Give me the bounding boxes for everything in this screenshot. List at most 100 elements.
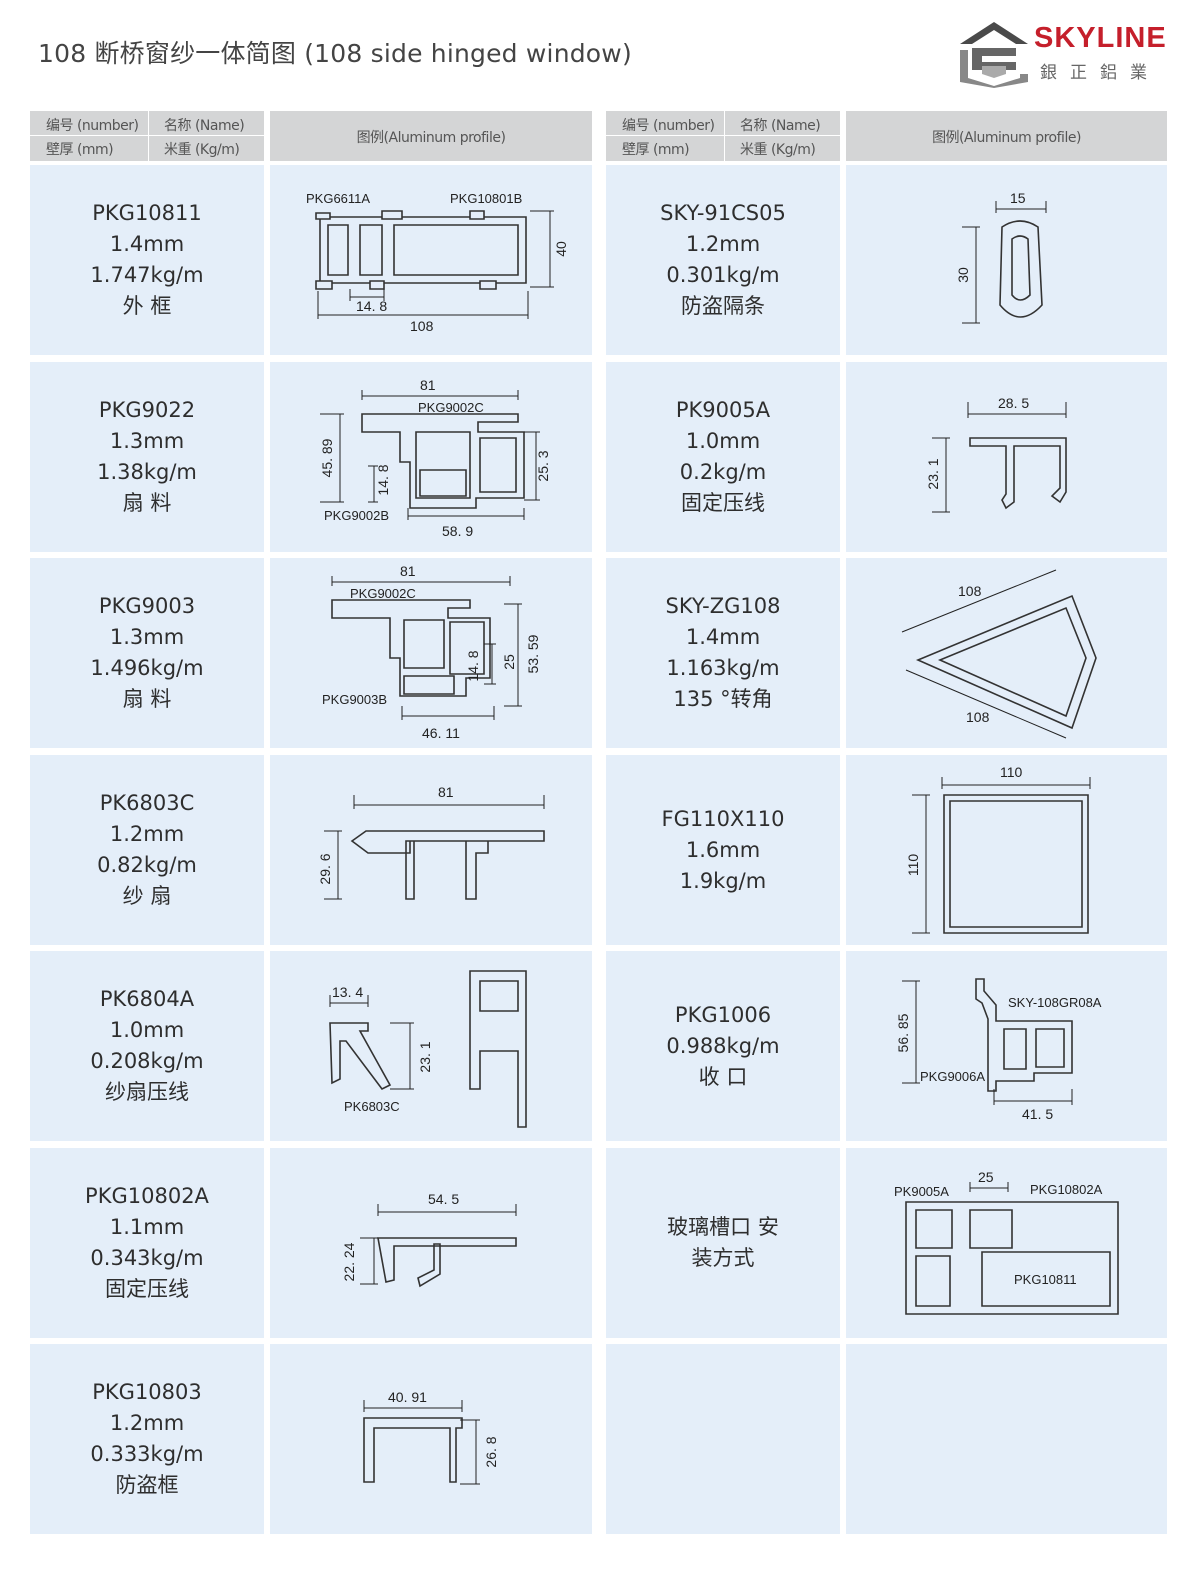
header-name: 名称 (Name) (164, 118, 245, 134)
item-code: PK6803C (99, 791, 195, 815)
profile-drawing: 110 110 (905, 764, 1091, 934)
dimension-label: 81 (438, 784, 454, 800)
item-name: 收 口 (698, 1064, 748, 1089)
dimension-label: 29. 6 (317, 853, 333, 884)
item-weight: 1.163kg/m (666, 656, 780, 680)
item-code: PKG9022 (98, 398, 196, 422)
item-weight: 0.208kg/m (90, 1049, 204, 1073)
profile-label: SKY-108GR08A (1008, 995, 1102, 1010)
dimension-label: 28. 5 (998, 395, 1029, 411)
item-thickness: 1.6mm (685, 837, 761, 862)
item-code: SKY-91CS05 (660, 201, 786, 225)
item-weight: 0.301kg/m (666, 263, 780, 287)
item-code: PK9005A (675, 398, 771, 422)
dimension-label: 25. 3 (535, 450, 551, 481)
profile-label: PKG9002B (324, 508, 389, 523)
profile-label: PKG10811 (1014, 1272, 1077, 1287)
item-thickness: 1.2mm (109, 822, 185, 846)
dimension-label: 58. 9 (442, 523, 473, 539)
dimension-label: 81 (420, 377, 436, 393)
item-name: 扇 料 (122, 687, 172, 711)
item-info-cell: PKG10811 1.4mm 1.747kg/m 外 框 (30, 165, 264, 355)
profile-label: PK9005A (894, 1184, 949, 1199)
item-weight: 0.333kg/m (90, 1442, 204, 1466)
dimension-label: 22. 24 (341, 1242, 357, 1281)
profile-drawing-cell: 54. 5 22. 24 (270, 1148, 592, 1338)
item-name: 防盗框 (115, 1473, 179, 1497)
dimension-label: 26. 8 (483, 1436, 499, 1467)
profile-label: PKG9003B (322, 692, 387, 707)
brand-logo: SKYLINE 銀正鋁業 (958, 20, 1178, 90)
header-meta: 编号 (number) 名称 (Name) 壁厚 (mm) 米重 (Kg/m) (606, 111, 840, 161)
item-weight: 1.38kg/m (97, 460, 197, 484)
header-meta: 编号 (number) 名称 (Name) 壁厚 (mm) 米重 (Kg/m) (30, 111, 264, 161)
profile-drawing: 81 29. 6 (317, 784, 545, 900)
item-code: PKG10811 (92, 201, 202, 225)
profile-label: PKG6611A (306, 191, 370, 206)
dimension-label: 108 (410, 318, 434, 334)
dimension-label: 110 (905, 854, 921, 877)
item-info-cell: PKG9003 1.3mm 1.496kg/m 扇 料 (30, 558, 264, 748)
item-thickness: 1.4mm (109, 232, 185, 256)
profile-drawing: 28. 523. 1 (925, 395, 1067, 513)
item-name: 纱扇压线 (105, 1080, 189, 1104)
item-weight: 1.747kg/m (90, 263, 204, 287)
header-thickness: 壁厚 (mm) (46, 142, 114, 158)
header-number: 编号 (number) (622, 118, 715, 134)
item-thickness: 1.3mm (109, 625, 185, 649)
header-weight: 米重 (Kg/m) (164, 142, 240, 158)
dimension-label: 14. 8 (465, 650, 481, 681)
profile-drawing-cell: 81 29. 6 (270, 755, 592, 945)
item-weight: 1.496kg/m (90, 656, 204, 680)
header-profile-cell: 图例(Aluminum profile) (270, 111, 592, 161)
dimension-label: 108 (966, 709, 990, 725)
profile-label: PKG9006A (920, 1069, 985, 1084)
dimension-label: 41. 5 (1022, 1106, 1053, 1122)
dimension-label: 46. 11 (422, 725, 460, 741)
item-info-cell: 玻璃槽口 安装方式 (606, 1148, 840, 1338)
dimension-label: 14. 8 (375, 464, 391, 495)
item-info-cell: FG110X110 1.6mm 1.9kg/m (606, 755, 840, 945)
item-code: FG110X110 (661, 806, 785, 831)
profile-drawing: 40. 91 26. 8 (363, 1389, 499, 1485)
item-name: 外 框 (122, 294, 172, 318)
dimension-label: 45. 89 (319, 438, 335, 477)
dimension-label: 54. 5 (428, 1191, 459, 1207)
profile-drawing-cell: 110 110 (846, 755, 1167, 945)
profile-label: PKG10802A (1030, 1182, 1103, 1197)
item-name: 纱 扇 (122, 884, 172, 908)
dimension-label: 40 (553, 241, 569, 257)
header-weight: 米重 (Kg/m) (740, 142, 816, 158)
profile-label: PKG9002C (418, 400, 484, 415)
item-name: 玻璃槽口 安装方式 (667, 1215, 779, 1270)
item-weight: 1.9kg/m (679, 868, 767, 893)
item-thickness: 1.2mm (685, 232, 761, 256)
item-code: PKG9003 (98, 594, 196, 618)
item-name: 固定压线 (105, 1277, 189, 1301)
dimension-label: 40. 91 (388, 1389, 427, 1405)
profile-label: PK6803C (344, 1099, 400, 1114)
item-name: 135 °转角 (673, 687, 773, 711)
dimension-label: 53. 59 (525, 634, 541, 673)
profile-label: PKG9002C (350, 586, 416, 601)
item-code: PKG10803 (92, 1380, 202, 1404)
dimension-label: 56. 85 (895, 1013, 911, 1052)
profile-drawing: SKY-108GR08A 56. 85 PKG9006A 41. 5 (895, 978, 1102, 1122)
item-code: PK6804A (99, 987, 195, 1011)
dimension-label: 110 (1000, 764, 1023, 780)
profile-drawing: 54. 5 22. 24 (341, 1191, 517, 1288)
item-code: SKY-ZG108 (665, 594, 781, 618)
